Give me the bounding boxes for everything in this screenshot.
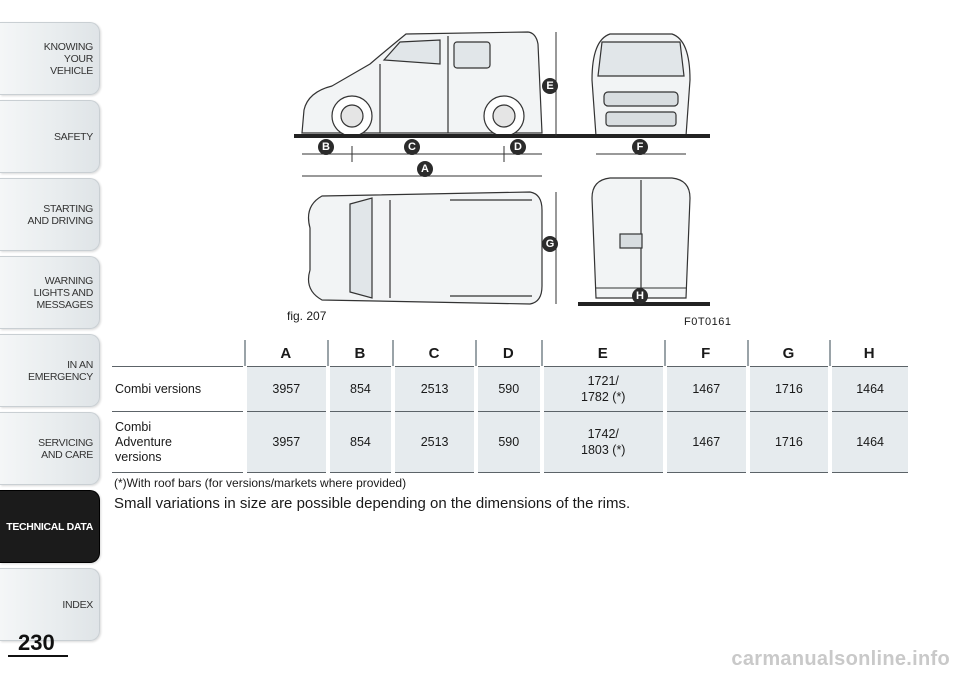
callout-c: C (404, 139, 420, 155)
figure-code: F0T0161 (684, 316, 732, 328)
callout-g: G (542, 236, 558, 252)
table-row: Combi versions 3957 854 2513 590 1721/ 1… (112, 366, 908, 412)
tab-label: SERVICING AND CARE (38, 436, 93, 461)
tab-label: INDEX (62, 598, 93, 611)
table-cell: 854 (325, 366, 394, 412)
table-cell: 854 (325, 411, 394, 473)
header-d: D (474, 340, 542, 367)
table-cell: 3957 (243, 411, 328, 473)
header-a: A (244, 340, 328, 367)
table-cell: 1716 (745, 366, 831, 412)
vehicle-dimensions-figure: B C D A E F G H (280, 20, 710, 332)
tab-knowing-your-vehicle[interactable]: KNOWING YOUR VEHICLE (0, 22, 100, 95)
tab-index[interactable]: INDEX (0, 568, 100, 641)
size-variation-remark: Small variations in size are possible de… (114, 495, 631, 512)
table-cell: 1464 (828, 411, 908, 473)
tab-in-an-emergency[interactable]: IN AN EMERGENCY (0, 334, 100, 407)
dimensions-table: A B C D E F G H Combi versions 3957 854 … (112, 340, 908, 473)
table-cell: 1464 (828, 366, 908, 412)
header-b: B (326, 340, 394, 367)
tab-label: STARTING AND DRIVING (27, 202, 93, 227)
footnote: (*)With roof bars (for versions/markets … (114, 476, 407, 490)
table-cell: 590 (473, 366, 542, 412)
table-header-row: A B C D E F G H (112, 340, 908, 367)
table-cell: 1721/ 1782 (*) (539, 366, 665, 412)
table-cell: 1742/ 1803 (*) (539, 411, 665, 473)
callout-b: B (318, 139, 334, 155)
tab-label: IN AN EMERGENCY (28, 358, 93, 383)
table-cell: 1467 (662, 366, 748, 412)
header-c: C (392, 340, 476, 367)
callout-f: F (632, 139, 648, 155)
figure-label: fig. 207 (287, 309, 327, 323)
table-cell: 590 (473, 411, 542, 473)
vehicle-drawing (294, 31, 710, 306)
header-f: F (663, 340, 748, 367)
row-label: Combi versions (112, 366, 245, 412)
tab-label: SAFETY (53, 130, 93, 143)
header-e: E (540, 340, 665, 367)
table-cell: 3957 (243, 366, 328, 412)
table-row: Combi Adventure versions 3957 854 2513 5… (112, 411, 908, 473)
callout-e: E (542, 78, 558, 94)
callout-a: A (417, 161, 433, 177)
page-number: 230 (18, 630, 55, 655)
page-number-rule (8, 655, 68, 657)
callout-h: H (632, 288, 648, 304)
tab-warning-lights[interactable]: WARNING LIGHTS AND MESSAGES (0, 256, 100, 329)
header-blank (112, 340, 245, 367)
tab-label: TECHNICAL DATA (6, 520, 93, 533)
header-h: H (829, 340, 908, 367)
tab-label: KNOWING YOUR VEHICLE (43, 40, 94, 77)
table-cell: 2513 (391, 366, 476, 412)
header-g: G (746, 340, 831, 367)
table-cell: 1467 (662, 411, 748, 473)
watermark: carmanualsonline.info (731, 648, 950, 670)
tab-technical-data[interactable]: TECHNICAL DATA (0, 490, 100, 563)
tab-starting-and-driving[interactable]: STARTING AND DRIVING (0, 178, 100, 251)
tab-label: WARNING LIGHTS AND MESSAGES (33, 274, 94, 311)
callout-d: D (510, 139, 526, 155)
tab-servicing-and-care[interactable]: SERVICING AND CARE (0, 412, 100, 485)
table-cell: 2513 (391, 411, 476, 473)
tab-safety[interactable]: SAFETY (0, 100, 100, 173)
row-label: Combi Adventure versions (112, 411, 245, 473)
table-cell: 1716 (745, 411, 831, 473)
